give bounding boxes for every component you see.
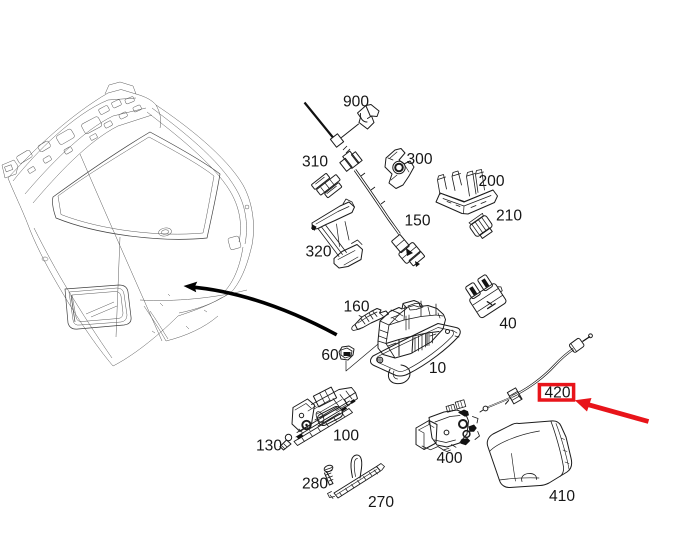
svg-text:270: 270 bbox=[368, 494, 394, 511]
svg-text:420: 420 bbox=[544, 385, 570, 402]
svg-text:10: 10 bbox=[429, 360, 447, 377]
svg-text:300: 300 bbox=[406, 151, 432, 168]
svg-text:160: 160 bbox=[343, 299, 369, 316]
svg-text:310: 310 bbox=[302, 154, 328, 171]
svg-text:320: 320 bbox=[305, 244, 331, 261]
svg-text:210: 210 bbox=[496, 208, 522, 225]
svg-text:130: 130 bbox=[256, 438, 282, 455]
svg-text:100: 100 bbox=[333, 428, 359, 445]
svg-text:200: 200 bbox=[478, 173, 504, 190]
svg-text:60: 60 bbox=[321, 347, 339, 364]
svg-text:410: 410 bbox=[549, 488, 575, 505]
svg-text:400: 400 bbox=[436, 450, 462, 467]
svg-text:900: 900 bbox=[343, 94, 369, 111]
svg-text:280: 280 bbox=[302, 476, 328, 493]
svg-text:40: 40 bbox=[499, 316, 517, 333]
svg-text:150: 150 bbox=[404, 213, 430, 230]
